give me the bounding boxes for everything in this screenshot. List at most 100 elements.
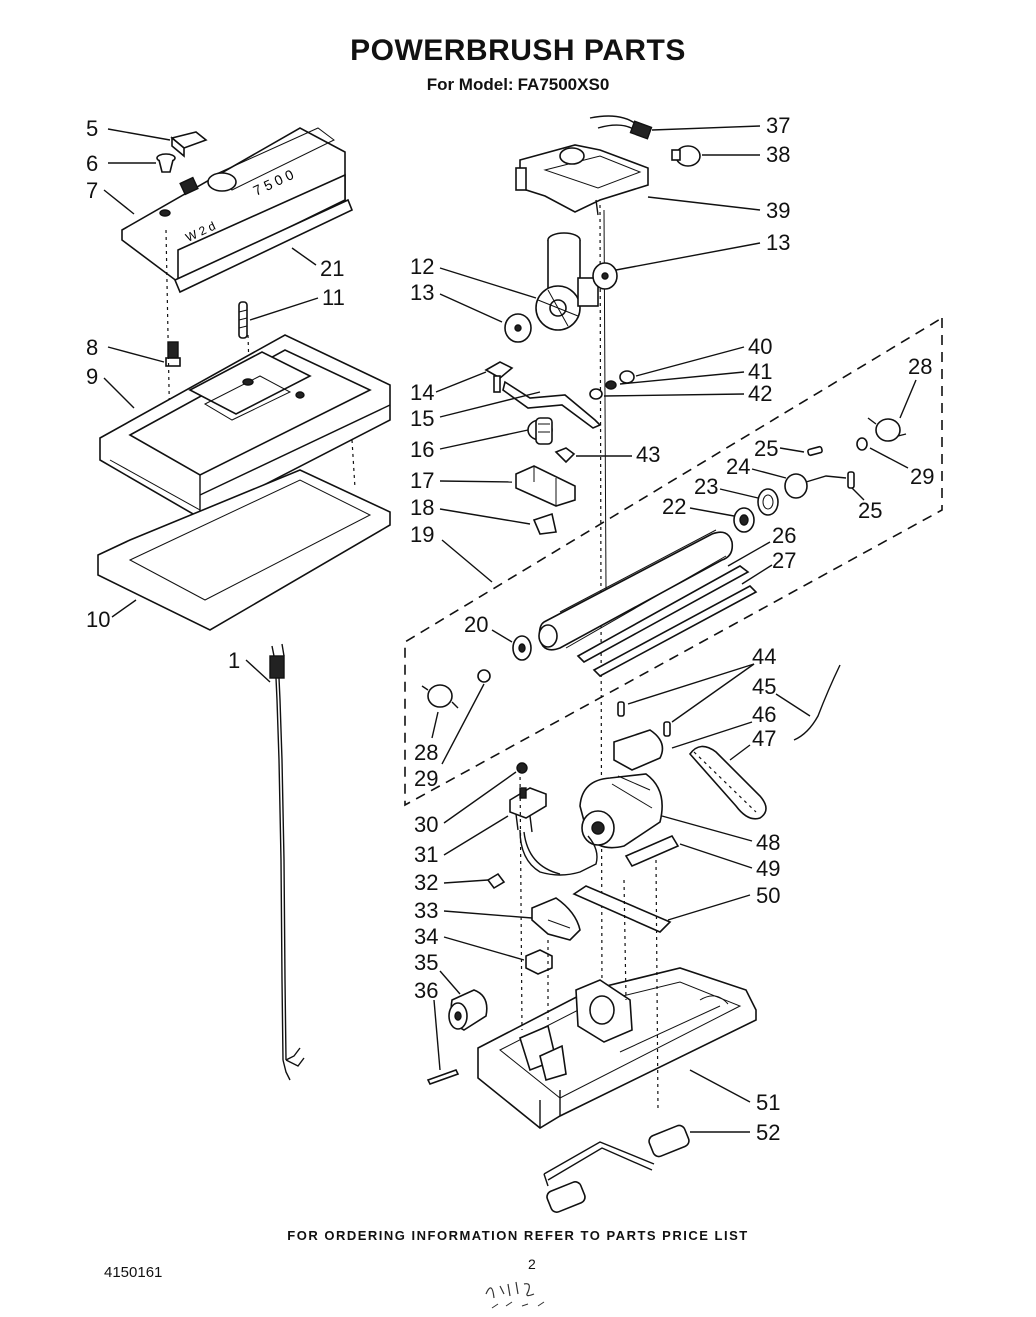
callout-24: 24 <box>726 454 750 479</box>
callout-50: 50 <box>756 883 780 908</box>
callout-8: 8 <box>86 335 98 360</box>
callout-31: 31 <box>414 842 438 867</box>
part-44-screw-right <box>663 721 671 737</box>
part-32-connector <box>486 872 506 890</box>
part-27-bristle-strip <box>592 585 758 677</box>
callout-26: 26 <box>772 523 796 548</box>
part-34-clip <box>525 949 553 975</box>
callout-52: 52 <box>756 1120 780 1145</box>
part-46-bracket <box>613 729 664 771</box>
callout-22: 22 <box>662 494 686 519</box>
callout-30: 30 <box>414 812 438 837</box>
model-label: For Model: <box>426 75 514 94</box>
callout-47: 47 <box>752 726 776 751</box>
callout-46: 46 <box>752 702 776 727</box>
callout-39: 39 <box>766 198 790 223</box>
callout-11: 11 <box>322 285 345 310</box>
part-51-base <box>477 967 757 1129</box>
part-40-washer <box>619 370 635 384</box>
part-6-grommet <box>156 153 176 173</box>
part-30-nut <box>516 762 528 774</box>
callout-42: 42 <box>748 381 772 406</box>
callout-labels: 5 6 7 8 9 10 11 12 13 13 14 15 16 17 18 … <box>86 113 934 1145</box>
part-16-cam <box>527 417 553 445</box>
part-19-brushroll <box>538 529 734 651</box>
part-5-knob <box>170 131 208 158</box>
part-50-pad <box>572 885 672 933</box>
part-44-screw-left <box>617 701 625 717</box>
callout-12: 12 <box>410 254 434 279</box>
part-7-top-cover: 7 5 0 0 W 2 d <box>121 127 346 284</box>
callout-36: 36 <box>414 978 438 1003</box>
part-48-motor <box>579 773 663 849</box>
callout-1: 1 <box>228 648 240 673</box>
handwritten-mark <box>485 1281 545 1309</box>
part-24-end-cap <box>784 473 847 499</box>
callout-41: 41 <box>748 359 772 384</box>
part-28-end-cap-left <box>421 684 459 709</box>
page-number: 2 <box>528 1256 536 1272</box>
callout-7: 7 <box>86 178 98 203</box>
callout-20: 20 <box>464 612 488 637</box>
callout-21: 21 <box>320 256 344 281</box>
callout-49: 49 <box>756 856 780 881</box>
callout-48: 48 <box>756 830 780 855</box>
callout-17: 17 <box>410 468 434 493</box>
callout-15: 15 <box>410 406 434 431</box>
brushroll-group-outline <box>404 317 943 807</box>
part-52-wheel-axle <box>543 1124 690 1213</box>
model-number: FA7500XS0 <box>517 75 610 94</box>
callout-38: 38 <box>766 142 790 167</box>
callout-51: 51 <box>756 1090 780 1115</box>
callout-16: 16 <box>410 437 434 462</box>
part-17-bracket <box>515 465 576 507</box>
part-29-washer-right <box>856 437 868 451</box>
part-23-pulley <box>757 488 779 516</box>
part-29-washer-left <box>477 669 491 683</box>
callout-29-left: 29 <box>414 766 438 791</box>
callout-28-right: 28 <box>908 354 932 379</box>
part-22-bearing <box>733 507 755 533</box>
part-47-belt <box>688 745 767 820</box>
callout-43: 43 <box>636 442 660 467</box>
part-35-roller <box>448 989 488 1031</box>
leader-lines <box>103 125 917 1133</box>
callout-25-lower: 25 <box>858 498 882 523</box>
part-25-screw-upper <box>807 445 823 457</box>
part-1-power-cord <box>269 643 305 1081</box>
callout-13-left: 13 <box>410 280 434 305</box>
part-11-screw <box>238 301 248 339</box>
callout-40: 40 <box>748 334 772 359</box>
callout-13-right: 13 <box>766 230 790 255</box>
part-39-neck <box>515 144 649 216</box>
callout-29-right: 29 <box>910 464 934 489</box>
part-45-wire <box>793 664 841 741</box>
part-9-hood <box>99 334 391 519</box>
callout-9: 9 <box>86 364 98 389</box>
callout-33: 33 <box>414 898 438 923</box>
part-36-pin <box>426 1069 460 1085</box>
part-18-plate <box>532 512 557 535</box>
part-41-nut <box>605 380 617 390</box>
callout-6: 6 <box>86 151 98 176</box>
callout-37: 37 <box>766 113 790 138</box>
callout-27: 27 <box>772 548 796 573</box>
part-13-washer-right <box>592 262 618 290</box>
part-14-lever-knob <box>484 361 514 393</box>
model-line: For Model:FA7500XS0 <box>0 75 1036 95</box>
part-8-fastener <box>165 341 181 367</box>
part-43-clip <box>554 447 576 464</box>
part-20-end-cap <box>512 635 532 661</box>
part-31-switch <box>509 787 547 833</box>
part-33-cord-guide <box>531 897 581 941</box>
part-49-pad <box>624 834 680 868</box>
part-10-bumper <box>97 439 391 631</box>
callout-25-upper: 25 <box>754 436 778 461</box>
ordering-note: FOR ORDERING INFORMATION REFER TO PARTS … <box>287 1228 749 1243</box>
part-12-pulley-housing <box>535 232 599 331</box>
callout-34: 34 <box>414 924 438 949</box>
callout-23: 23 <box>694 474 718 499</box>
callout-10: 10 <box>86 607 110 632</box>
callout-32: 32 <box>414 870 438 895</box>
